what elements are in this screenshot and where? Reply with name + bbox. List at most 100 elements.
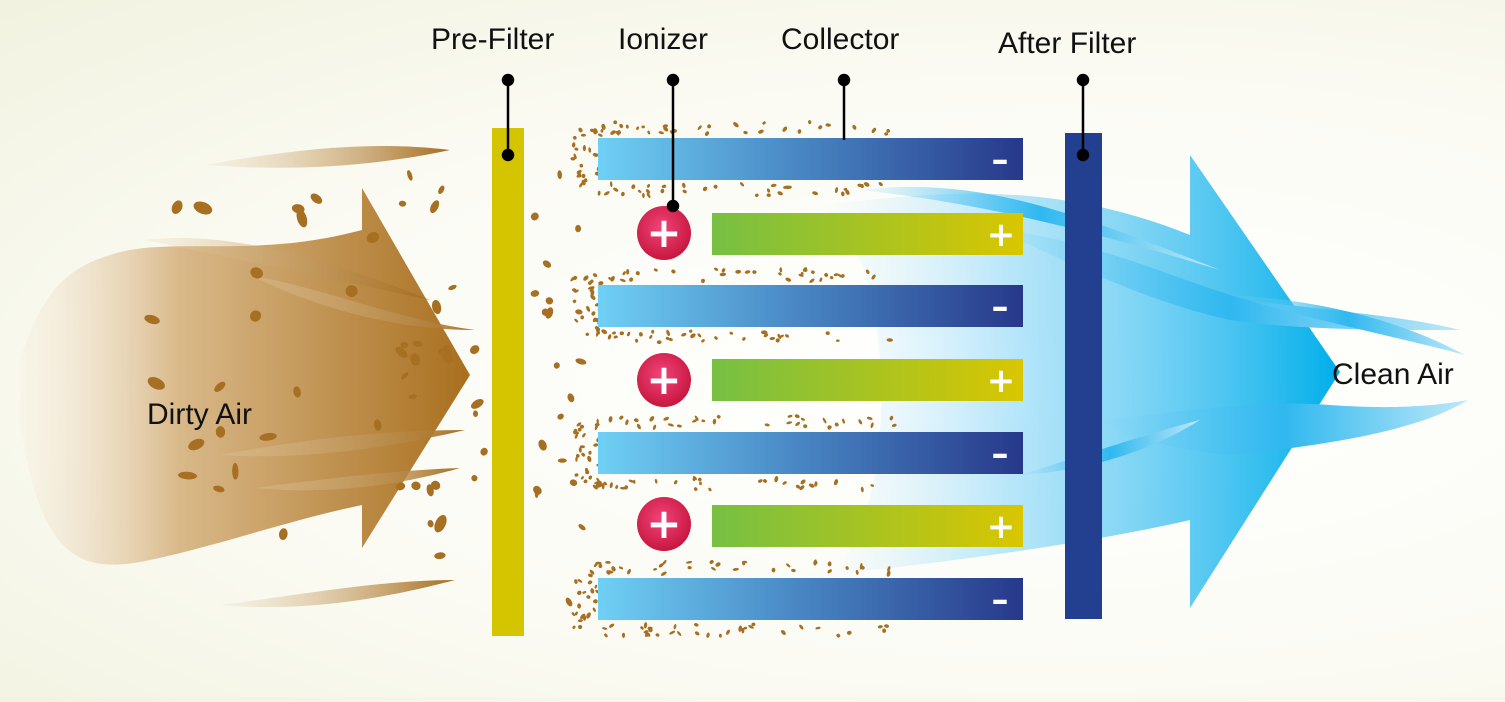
dust-particle [567, 393, 575, 403]
dust-particle [635, 271, 640, 276]
dust-particle [824, 273, 829, 277]
dust-particle [834, 422, 839, 427]
dust-particle [574, 147, 579, 151]
dust-particle [545, 307, 554, 319]
dust-particle [812, 191, 819, 196]
dust-particle [799, 485, 805, 491]
dust-particle [791, 568, 796, 573]
dust-particle [673, 624, 677, 630]
dust-particle [785, 277, 792, 282]
dust-particle [687, 565, 692, 570]
dust-particle [653, 568, 658, 571]
dust-particle [656, 340, 662, 345]
dust-particle [593, 599, 598, 604]
dust-particle [580, 476, 584, 480]
dust-particle [739, 182, 745, 187]
dust-particle [682, 182, 686, 189]
dust-particle [704, 131, 710, 136]
dust-particle [625, 124, 629, 129]
dust-particle [575, 309, 583, 315]
dust-particle [795, 484, 801, 489]
dust-particle [605, 560, 611, 564]
leader-dot [1076, 73, 1090, 87]
dust-particle [426, 484, 434, 497]
dust-particle [587, 580, 593, 585]
dust-particle [663, 126, 669, 132]
dirty-air-streak [250, 275, 475, 330]
dust-particle [575, 456, 578, 462]
dust-particle [310, 193, 323, 204]
dust-particle [580, 613, 586, 620]
dust-particle [692, 477, 696, 482]
dust-particle [777, 333, 782, 340]
leader-dot [666, 73, 680, 87]
dust-particle [573, 289, 579, 293]
dust-particle [582, 591, 587, 594]
dust-particle [889, 415, 894, 421]
dust-particle [825, 123, 831, 127]
dust-particle [588, 450, 592, 455]
dust-particle [579, 182, 583, 188]
dust-particle [800, 417, 805, 421]
dust-particle [882, 628, 887, 633]
dust-particle [471, 475, 478, 482]
leader-dot [666, 199, 680, 213]
dust-particle [843, 187, 848, 191]
dust-particle [408, 394, 418, 399]
dust-particle [835, 339, 840, 342]
dust-particle [571, 612, 576, 617]
negative-sign: – [992, 434, 1009, 474]
pre-filter-label: Pre-Filter [431, 23, 555, 56]
positive-plate [712, 213, 1023, 255]
dust-particle [827, 425, 831, 429]
ionizer-node: + [637, 353, 691, 407]
dust-particle [607, 334, 612, 340]
dust-particle [613, 120, 618, 125]
leader-dot [1076, 148, 1090, 162]
dust-particle [592, 152, 599, 157]
dust-particle [644, 632, 650, 637]
dust-particle [574, 579, 578, 584]
dust-particle [818, 125, 823, 130]
dust-particle [592, 607, 596, 612]
dust-particle [626, 269, 630, 275]
dust-particle [681, 332, 687, 337]
dust-particle [592, 484, 598, 490]
dust-particle [800, 479, 806, 485]
dust-particle [597, 190, 601, 196]
clean-air-streak [1000, 230, 1460, 330]
dust-particle [619, 123, 624, 129]
dust-particle [815, 626, 821, 630]
dust-particle [860, 486, 864, 493]
dust-particle [641, 125, 645, 129]
clean-air-streak [1230, 295, 1465, 355]
dust-particle [699, 481, 702, 486]
dust-particle [803, 424, 808, 429]
dust-particle [752, 270, 757, 274]
dust-particle [574, 473, 579, 477]
dust-particle [697, 333, 702, 338]
dust-particle [438, 185, 445, 195]
dust-particle [610, 276, 615, 282]
dust-particle [581, 173, 586, 178]
dust-particle [714, 336, 718, 340]
dust-particle [586, 612, 591, 619]
dust-particle [694, 631, 700, 636]
dust-particle [188, 438, 205, 451]
dust-particle [572, 625, 576, 629]
dust-particle [557, 458, 567, 463]
dust-particle [836, 633, 841, 638]
dust-particle [583, 479, 588, 484]
dust-particle [398, 200, 407, 207]
dust-particle [778, 272, 782, 276]
dust-particle [470, 398, 484, 409]
leader-dot [501, 73, 515, 87]
dust-particle [573, 428, 578, 435]
dust-particle [259, 432, 277, 441]
dust-particle [769, 336, 776, 341]
dust-particle [601, 329, 608, 334]
dust-particle [673, 480, 678, 485]
dust-particle [610, 130, 616, 135]
ionizer-node: + [637, 206, 691, 260]
dust-particle [585, 332, 590, 336]
